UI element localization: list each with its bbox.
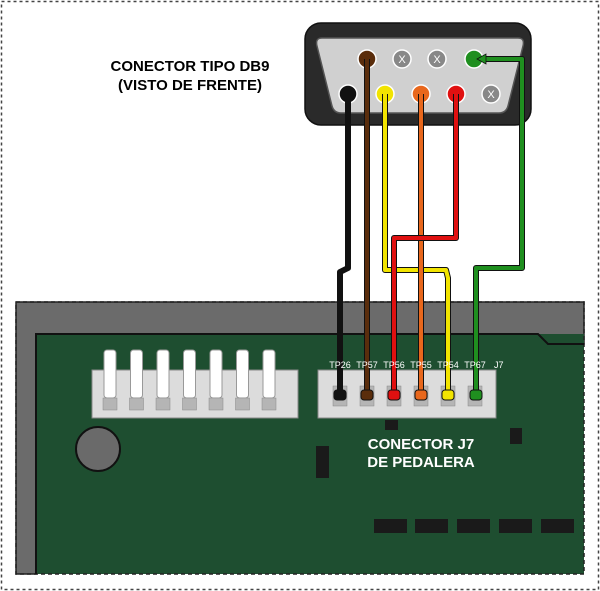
header-pin-socket	[102, 397, 118, 411]
wire-bundle	[333, 53, 525, 401]
wire-green	[474, 57, 524, 392]
db9-pin-unused-mark: X	[487, 89, 495, 101]
db9-title-line1: CONECTOR TIPO DB9	[111, 58, 270, 75]
smd-component	[415, 519, 448, 533]
smd-component	[374, 519, 407, 533]
db9-pin-unused	[427, 49, 447, 69]
left-header-connector	[91, 349, 299, 419]
pcb-inner-edge	[35, 333, 584, 574]
header-pin	[103, 349, 117, 399]
test-point-label: TP57	[356, 360, 378, 370]
smd-component	[316, 446, 329, 478]
test-point-label: TP67	[464, 360, 486, 370]
wire-black	[338, 94, 350, 392]
wire-terminal-black	[333, 389, 347, 401]
db9-title-line2: (VISTO DE FRENTE)	[118, 77, 262, 94]
wire-red	[392, 94, 458, 392]
wire-terminal-red	[387, 389, 401, 401]
test-point-label: TP55	[410, 360, 432, 370]
wire-terminal-brown	[360, 389, 374, 401]
test-point-label: TP54	[437, 360, 459, 370]
smd-component	[510, 428, 522, 444]
wire-terminal-yellow	[441, 389, 455, 401]
wire-terminal-orange	[414, 389, 428, 401]
header-pin-socket	[208, 397, 224, 411]
header-pin	[130, 349, 143, 399]
board-label-line2: DE PEDALERA	[367, 454, 475, 471]
header-pin	[209, 349, 223, 399]
test-point-label: TP26	[329, 360, 351, 370]
header-pin-socket	[235, 397, 250, 411]
round-component	[75, 426, 121, 472]
db9-pin-unused	[392, 49, 412, 69]
header-pin	[262, 349, 276, 399]
db9-pin-unused-mark: X	[433, 54, 441, 66]
header-pin-socket	[129, 397, 144, 411]
db9-pin-unused-mark: X	[398, 54, 406, 66]
board-label-line1: CONECTOR J7	[368, 436, 474, 453]
header-pin-socket	[182, 397, 197, 411]
smd-component	[499, 519, 532, 533]
smd-component	[457, 519, 490, 533]
db9-pin-unused	[481, 84, 501, 104]
j7-label: J7	[494, 360, 504, 370]
smd-component	[541, 519, 574, 533]
header-pin	[156, 349, 170, 399]
j7-connector-body	[317, 369, 497, 419]
wire-yellow	[383, 94, 450, 392]
wire-terminal-green	[469, 389, 483, 401]
header-pin-socket	[261, 397, 277, 411]
test-point-label: TP56	[383, 360, 405, 370]
header-pin-socket	[155, 397, 171, 411]
header-pin	[236, 349, 249, 399]
header-pin	[183, 349, 196, 399]
wire-arrow-icon	[476, 53, 487, 65]
smd-component	[385, 420, 398, 430]
